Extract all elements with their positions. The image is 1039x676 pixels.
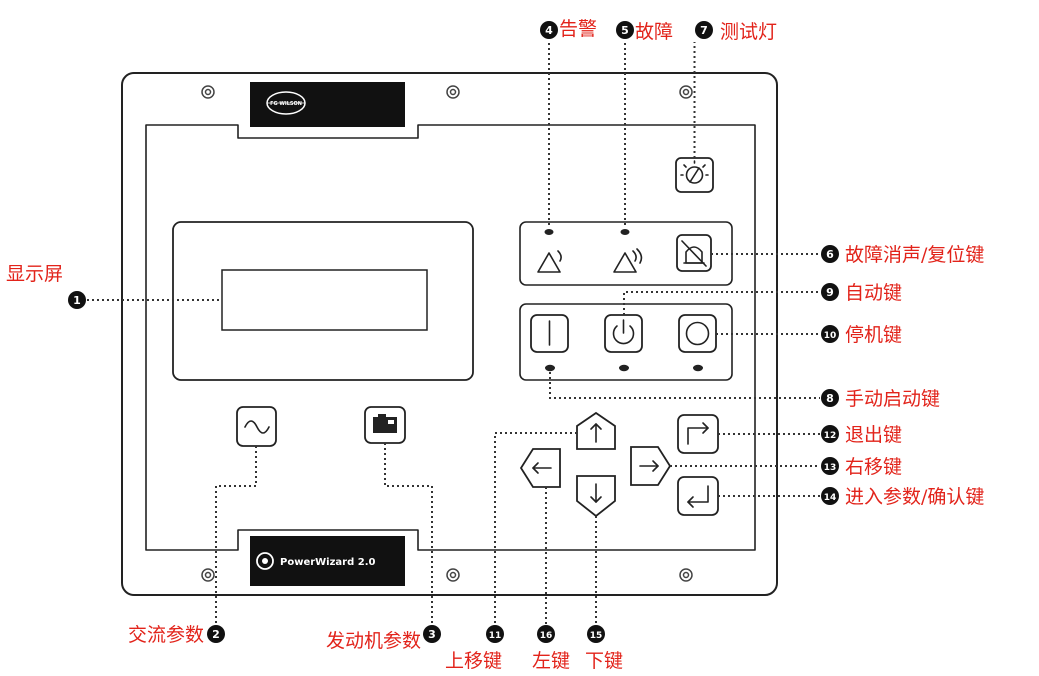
- label-up: 上移键: [445, 650, 502, 672]
- auto-led: [619, 364, 629, 372]
- bottom-logo-text: PowerWizard 2.0: [280, 557, 376, 568]
- callout-badge-16: 16: [537, 625, 555, 643]
- stop-button[interactable]: [678, 314, 717, 353]
- arrow-right-icon: [639, 460, 659, 472]
- enter-button[interactable]: [677, 476, 719, 516]
- enter-icon: [687, 485, 709, 508]
- label-ac-params: 交流参数: [128, 624, 204, 646]
- callout-badge-8: 8: [821, 389, 839, 407]
- label-left: 左键: [532, 650, 570, 672]
- arrow-left-icon: [532, 462, 552, 474]
- top-logo-plate: [250, 82, 405, 127]
- callout-badge-6: 6: [821, 245, 839, 263]
- bottom-logo-plate: [250, 536, 405, 586]
- panel-screws: [201, 85, 693, 582]
- callout-badge-4: 4: [540, 21, 558, 39]
- label-manual-start: 手动启动键: [845, 388, 940, 410]
- callout-badge-9: 9: [821, 283, 839, 301]
- label-down: 下键: [585, 650, 623, 672]
- callout-badge-11: 11: [486, 625, 504, 643]
- alarm-icon: [537, 250, 562, 273]
- fg-wilson-logo: FG WILSON: [266, 91, 306, 115]
- svg-text:2: 2: [212, 628, 220, 641]
- leader-lines: [87, 42, 820, 633]
- label-mute-reset: 故障消声/复位键: [845, 244, 984, 266]
- svg-text:11: 11: [489, 631, 502, 641]
- manual-led: [545, 364, 555, 372]
- svg-text:1: 1: [73, 294, 81, 307]
- arrow-down-icon: [590, 483, 602, 503]
- alarm-led: [544, 229, 554, 235]
- label-display: 显示屏: [6, 263, 63, 285]
- svg-text:16: 16: [540, 631, 553, 641]
- powerwizard-logo: PowerWizard 2.0: [256, 552, 376, 570]
- callout-badge-3: 3: [423, 625, 441, 643]
- arrow-up-icon: [590, 423, 602, 443]
- mute-bell-icon: [681, 240, 707, 267]
- callout-badge-5: 5: [616, 21, 634, 39]
- label-engine-params: 发动机参数: [326, 630, 421, 652]
- label-lamp-test: 测试灯: [720, 21, 777, 43]
- stop-icon: [685, 321, 710, 346]
- fault-led: [620, 229, 630, 235]
- fault-icon: [613, 248, 643, 273]
- label-exit: 退出键: [845, 424, 902, 446]
- callout-badge-14: 14: [821, 487, 839, 505]
- label-auto: 自动键: [845, 282, 902, 304]
- engine-icon: [373, 414, 397, 433]
- svg-text:14: 14: [824, 493, 837, 503]
- svg-text:3: 3: [428, 628, 436, 641]
- lamp-test-icon: [680, 160, 709, 184]
- svg-text:6: 6: [826, 248, 834, 261]
- display-screen: [221, 269, 428, 331]
- sine-wave-icon: [244, 420, 270, 434]
- callout-badge-12: 12: [821, 425, 839, 443]
- callout-badge-10: 10: [821, 325, 839, 343]
- top-logo-text: FG WILSON: [270, 101, 302, 107]
- svg-text:7: 7: [700, 24, 708, 37]
- exit-button[interactable]: [677, 414, 719, 454]
- stop-led: [693, 364, 703, 372]
- svg-text:5: 5: [621, 24, 629, 37]
- callout-badge-2: 2: [207, 625, 225, 643]
- svg-text:9: 9: [826, 286, 834, 299]
- svg-text:15: 15: [590, 631, 603, 641]
- svg-text:4: 4: [545, 24, 553, 37]
- label-alarm: 告警: [559, 18, 597, 40]
- callout-badge-15: 15: [587, 625, 605, 643]
- callout-badge-7: 7: [695, 21, 713, 39]
- callout-badge-1: 1: [68, 291, 86, 309]
- svg-text:13: 13: [824, 463, 837, 473]
- label-enter: 进入参数/确认键: [845, 486, 984, 508]
- label-stop: 停机键: [845, 324, 902, 346]
- svg-text:10: 10: [824, 331, 837, 341]
- label-fault: 故障: [635, 21, 673, 43]
- exit-icon: [687, 422, 709, 445]
- callout-badge-13: 13: [821, 457, 839, 475]
- label-right: 右移键: [845, 456, 902, 478]
- svg-text:12: 12: [824, 431, 837, 441]
- panel-inner-border: [145, 124, 756, 551]
- svg-text:8: 8: [826, 392, 834, 405]
- auto-power-icon: [612, 319, 635, 345]
